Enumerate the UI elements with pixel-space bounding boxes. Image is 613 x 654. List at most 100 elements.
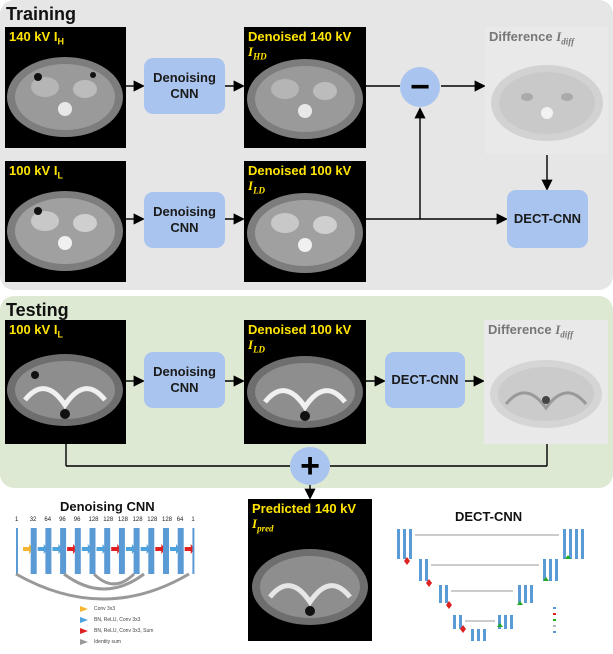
ct-image-denoised-100kv-train: Denoised 100 kV ILD	[244, 161, 366, 282]
legend-arrow-icon	[80, 639, 88, 645]
label-denoised-100kv-train: Denoised 100 kV	[248, 163, 352, 178]
channel-label: 96	[73, 517, 81, 523]
channel-label: 32	[29, 517, 37, 523]
ct-image-140kv: 140 kV IH	[5, 27, 126, 148]
channel-label: 128	[117, 517, 128, 523]
channel-label: 128	[162, 517, 173, 523]
layer-arrow	[170, 544, 180, 554]
channel-label: 1	[15, 517, 19, 523]
denoising-cnn-box-train-2: Denoising CNN	[144, 192, 225, 248]
label-ild-train: ILD	[248, 178, 266, 196]
layer-arrow	[23, 544, 33, 554]
label-ipred: Ipred	[252, 516, 274, 534]
layer-bar	[60, 528, 67, 574]
layer-arrow	[52, 544, 63, 554]
training-title: Training	[6, 4, 77, 24]
legend-arrow-icon	[80, 606, 88, 612]
denoising-cnn-detail-title: Denoising CNN	[60, 499, 155, 514]
legend-item: BN, ReLU, Conv 3x3	[80, 617, 140, 623]
layer-bar	[192, 528, 195, 574]
layer-bar	[89, 528, 96, 574]
label-140kv: 140 kV IH	[9, 29, 64, 47]
layer-bar	[148, 528, 155, 574]
legend-label: Identity sum	[94, 639, 121, 645]
channel-label: 64	[44, 517, 52, 523]
layer-bar	[45, 528, 52, 574]
label-predicted-140kv: Predicted 140 kV	[252, 501, 357, 516]
channel-label: 64	[176, 517, 184, 523]
max-pool-markers	[404, 557, 466, 633]
ct-difference-graphic	[491, 65, 603, 141]
ct-abdomen-graphic	[7, 57, 123, 137]
legend-label: Conv 3x3	[94, 606, 116, 612]
denoising-cnn-architecture	[15, 528, 195, 601]
dect-cnn-unet-architecture	[397, 529, 584, 641]
ct-abdomen-graphic	[247, 193, 363, 273]
label-denoised-100kv-test: Denoised 100 kV	[248, 322, 352, 337]
legend-item: Identity sum	[80, 639, 121, 645]
legend-item: Conv 3x3	[80, 606, 115, 612]
unet-legend	[553, 607, 556, 633]
layer-arrow	[140, 544, 151, 554]
layer-bar	[118, 528, 125, 574]
channel-label: 128	[88, 517, 99, 523]
ct-difference-graphic	[490, 360, 602, 428]
label-ihd: IHD	[248, 44, 267, 62]
testing-title: Testing	[6, 300, 69, 320]
layer-arrow	[67, 544, 78, 554]
ct-image-100kv-test: 100 kV IL	[5, 320, 126, 444]
layer-bar	[74, 528, 81, 574]
layer-bar	[104, 528, 111, 574]
layer-arrow	[111, 544, 122, 554]
ct-image-difference-test: Difference Idiff	[484, 320, 608, 444]
layer-bar	[16, 528, 18, 574]
ct-abdomen-graphic	[247, 59, 363, 139]
layer-arrow	[81, 544, 92, 554]
minus-operator: −	[400, 67, 440, 107]
label-denoised-140kv: Denoised 140 kV	[248, 29, 352, 44]
label-100kv-test: 100 kV IL	[9, 322, 63, 340]
denoising-cnn-box-test: Denoising CNN	[144, 352, 225, 408]
legend-arrow-icon	[80, 617, 88, 623]
channel-label: 96	[59, 517, 66, 523]
layer-arrow	[125, 544, 136, 554]
legend-item: BN, ReLU, Conv 3x3, Sum	[80, 628, 153, 634]
channel-label: 128	[147, 517, 158, 523]
channel-label: 1	[191, 517, 195, 523]
skip-connections	[415, 534, 559, 622]
identity-sum-arrows	[15, 572, 190, 601]
label-100kv-train: 100 kV IL	[9, 163, 63, 181]
channel-label: 128	[103, 517, 114, 523]
ct-image-difference-train: Difference Idiff	[485, 27, 608, 154]
channel-label: 128	[132, 517, 143, 523]
legend-label: BN, ReLU, Conv 3x3	[94, 617, 141, 623]
dect-cnn-box-test: DECT-CNN	[385, 352, 465, 408]
legend-arrow-icon	[80, 628, 88, 634]
ct-image-denoised-100kv-test: Denoised 100 kV ILD	[244, 320, 366, 444]
layer-bar	[30, 528, 37, 574]
layer-bar	[163, 528, 169, 574]
denoising-cnn-box-train-1: Denoising CNN	[144, 58, 225, 114]
ct-image-100kv-train: 100 kV IL	[5, 161, 126, 282]
layer-bar	[133, 528, 140, 574]
layer-arrow	[96, 544, 107, 554]
ct-image-denoised-140kv: Denoised 140 kV IHD	[244, 27, 366, 148]
ct-pelvis-graphic	[7, 354, 123, 426]
dect-cnn-box-train: DECT-CNN	[507, 190, 588, 248]
layer-arrow	[37, 544, 48, 554]
dect-cnn-detail-title: DECT-CNN	[455, 509, 523, 524]
ct-abdomen-graphic	[7, 191, 123, 271]
layer-arrow	[184, 544, 195, 554]
ct-pelvis-graphic	[247, 356, 363, 428]
label-ild-test: ILD	[248, 337, 266, 355]
ct-pelvis-graphic	[252, 549, 368, 625]
plus-operator: +	[290, 447, 330, 485]
ct-image-predicted-140kv: Predicted 140 kV Ipred	[248, 499, 372, 641]
label-difference-train: Difference Idiff	[489, 29, 575, 47]
layer-arrow	[155, 544, 166, 554]
legend-label: BN, ReLU, Conv 3x3, Sum	[94, 628, 154, 634]
unet-blocks	[397, 529, 584, 641]
layer-bar	[177, 528, 184, 574]
upsample-markers	[497, 555, 571, 627]
